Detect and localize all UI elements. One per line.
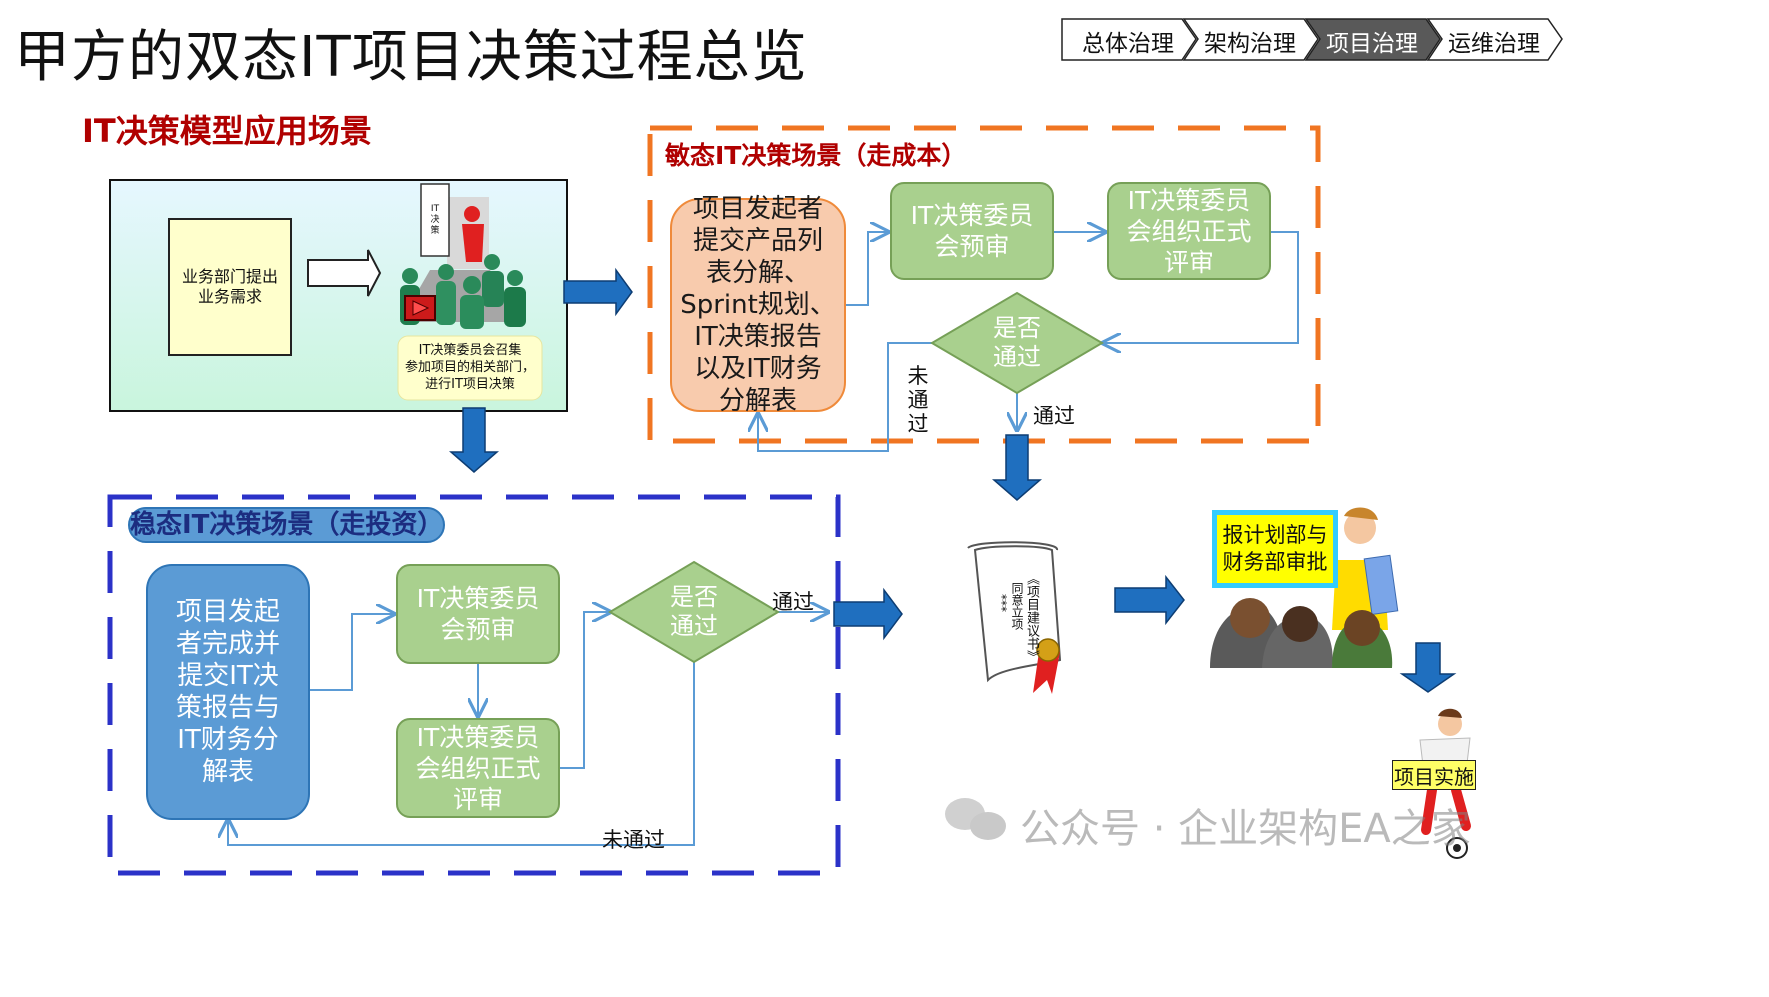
nav-chevrons	[1061, 18, 1563, 61]
stable-passed-label: 通过	[772, 590, 814, 614]
nav-item-architecture[interactable]: 架构治理	[1204, 31, 1296, 57]
big-arrow-down-2	[991, 434, 1043, 501]
approval-meeting-illustration	[1210, 507, 1399, 668]
agile-decision-diamond	[930, 291, 1104, 395]
big-arrow-right-2	[833, 587, 903, 641]
stable-link-reject-loop	[228, 662, 695, 846]
stable-start-box: 项目发起 者完成并 提交IT决 策报告与 IT财务分 解表	[146, 564, 310, 820]
agile-prereview-box: IT决策委员 会预审	[890, 182, 1054, 280]
caption-bubble	[397, 335, 543, 401]
scroll-document-illustration	[967, 541, 1062, 694]
scroll-line-2: ***	[995, 594, 1009, 612]
agile-section-title: 敏态IT决策场景（走成本）	[665, 141, 967, 170]
implement-label-box: 项目实施	[1392, 760, 1476, 790]
breadcrumb-nav: 总体治理 架构治理 项目治理 运维治理	[1060, 17, 1566, 62]
approval-label-text: 报计划部与 财务部审批	[1222, 523, 1328, 574]
agile-link-reject-loop	[758, 342, 932, 452]
business-request-box: 业务部门提出 业务需求	[168, 218, 292, 356]
stable-decision-diamond	[608, 560, 780, 664]
big-arrow-down-3	[1399, 642, 1457, 693]
agile-formal-review-text: IT决策委员 会组织正式 评审	[1126, 185, 1252, 277]
watermark-text: 公众号 · 企业架构EA之家	[1020, 806, 1471, 852]
stable-start-text: 项目发起 者完成并 提交IT决 策报告与 IT财务分 解表	[175, 597, 280, 787]
scroll-line-1: 同意立项	[1010, 582, 1024, 630]
agile-passed-label: 通过	[1033, 404, 1075, 428]
page-title: 甲方的双态IT项目决策过程总览	[14, 25, 808, 90]
scroll-title: 《项目建议书》	[1024, 572, 1039, 663]
stable-rejected-label: 未通过	[602, 828, 665, 852]
agile-formal-review-box: IT决策委员 会组织正式 评审	[1107, 182, 1271, 280]
agile-rejected-label: 未 通 过	[907, 364, 929, 436]
scenario-caption: IT决策委员会召集 参加项目的相关部门， 进行IT项目决策	[398, 342, 542, 393]
stable-formal-review-box: IT决策委员 会组织正式 评审	[396, 718, 560, 818]
request-line-1: 业务部门提出	[181, 267, 278, 286]
stable-link-start-prereview	[310, 614, 394, 691]
hollow-arrow	[307, 249, 382, 297]
stable-frame	[107, 494, 841, 876]
big-arrow-down-1	[448, 407, 500, 473]
meeting-illustration	[400, 183, 526, 329]
wechat-icon	[945, 798, 1006, 840]
nav-item-project[interactable]: 项目治理	[1326, 31, 1418, 57]
stable-prereview-box: IT决策委员 会预审	[396, 564, 560, 664]
stable-formal-review-text: IT决策委员 会组织正式 评审	[415, 722, 541, 814]
agile-frame	[647, 125, 1321, 444]
board-sign: IT 决 策	[430, 204, 440, 236]
nav-item-overall[interactable]: 总体治理	[1082, 31, 1174, 57]
stable-decision-text: 是否 通过	[670, 583, 718, 640]
stable-prereview-text: IT决策委员 会预审	[416, 584, 540, 644]
stable-section-title: 稳态IT决策场景（走投资）	[128, 507, 446, 543]
implement-label-text: 项目实施	[1394, 764, 1474, 789]
big-arrow-right-1	[563, 267, 633, 317]
agile-link-start-prereview	[846, 232, 888, 306]
request-line-2: 业务需求	[197, 287, 262, 306]
caption-line-2: 参加项目的相关部门，	[404, 360, 535, 375]
big-arrow-right-3	[1114, 574, 1185, 626]
caption-line-1: IT决策委员会召集	[418, 343, 522, 358]
approval-label-box: 报计划部与 财务部审批	[1212, 510, 1338, 588]
agile-prereview-text: IT决策委员 会预审	[910, 201, 1034, 261]
stable-link-formal-decision	[560, 612, 610, 769]
nav-item-operations[interactable]: 运维治理	[1448, 31, 1540, 57]
agile-start-text: 项目发起者 提交产品列 表分解、 Sprint规划、 IT决策报告 以及IT财务…	[680, 194, 836, 416]
section-subtitle: IT决策模型应用场景	[82, 112, 372, 150]
agile-decision-text: 是否 通过	[993, 314, 1041, 371]
player-illustration	[1419, 708, 1471, 859]
caption-line-3: 进行IT项目决策	[425, 377, 515, 392]
agile-start-box: 项目发起者 提交产品列 表分解、 Sprint规划、 IT决策报告 以及IT财务…	[670, 194, 846, 416]
agile-link-formal-decision	[1103, 231, 1299, 343]
